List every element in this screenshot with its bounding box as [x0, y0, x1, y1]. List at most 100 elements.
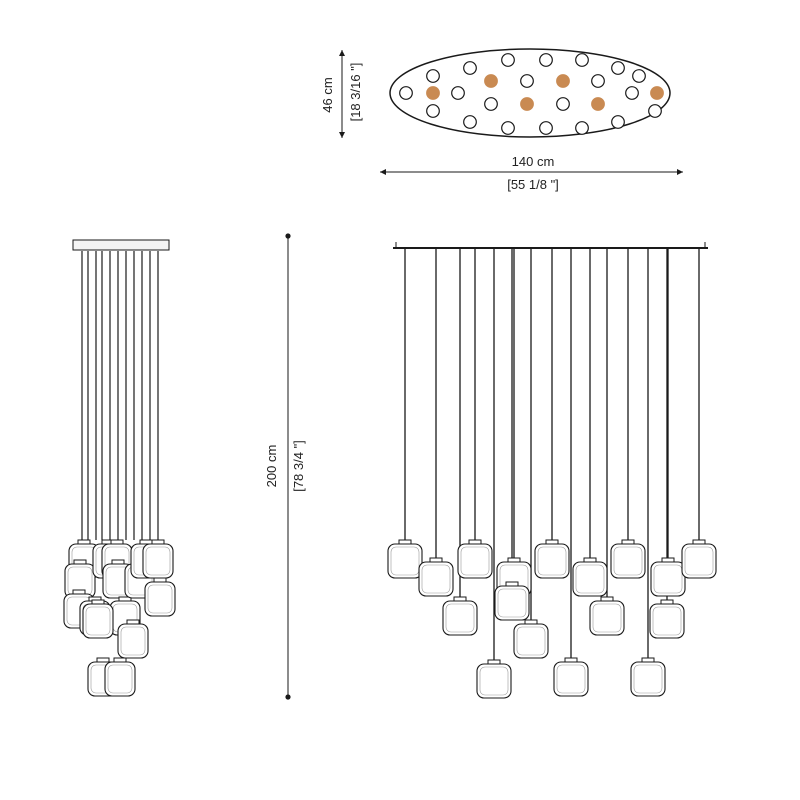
depth-cm-label: 46 cm	[320, 77, 335, 112]
pendant-shade	[681, 539, 717, 579]
pendant-shade	[104, 657, 136, 697]
height-dimension: 200 cm [78 3/4 "]	[264, 233, 306, 700]
shade-glass	[142, 543, 174, 579]
shade-glass	[418, 561, 454, 597]
pendant-dot	[575, 53, 589, 67]
front-view-shades	[387, 539, 717, 699]
shade-inner	[633, 664, 663, 694]
pendant-shade	[589, 596, 625, 636]
pendant-dot	[611, 115, 625, 129]
shade-glass	[144, 581, 176, 617]
accent-pendant-dot	[556, 74, 570, 88]
depth-in-label: [18 3/16 "]	[348, 63, 363, 122]
pendant-shade	[142, 539, 174, 579]
shade-inner	[575, 564, 605, 594]
top-view-pendant-dots	[399, 53, 664, 135]
canopy-top-outline	[389, 48, 671, 138]
height-in-label: [78 3/4 "]	[291, 440, 306, 492]
shade-glass	[610, 543, 646, 579]
pendant-dot	[451, 86, 465, 100]
pendant-shade	[649, 599, 685, 639]
pendant-shade	[572, 557, 608, 597]
shade-inner	[653, 564, 683, 594]
shade-glass	[572, 561, 608, 597]
pendant-shade	[476, 659, 512, 699]
side-view-cables	[81, 251, 159, 540]
shade-inner	[497, 588, 527, 618]
accent-pendant-dot	[650, 86, 664, 100]
depth-dimension: 46 cm [18 3/16 "]	[320, 50, 363, 138]
height-dimension-top-dot	[285, 233, 291, 239]
pendant-dot	[520, 74, 534, 88]
shade-inner	[390, 546, 420, 576]
shade-inner	[107, 664, 133, 694]
height-dimension-bottom-dot	[285, 694, 291, 700]
pendant-dot	[484, 97, 498, 111]
side-canopy	[72, 239, 170, 251]
height-cm-label: 200 cm	[264, 445, 279, 488]
shade-glass	[534, 543, 570, 579]
pendant-shade	[82, 599, 114, 639]
pendant-shade	[630, 657, 666, 697]
pendant-shade	[418, 557, 454, 597]
shade-glass	[387, 543, 423, 579]
pendant-dot	[611, 61, 625, 75]
pendant-shade	[457, 539, 493, 579]
pendant-shade	[387, 539, 423, 579]
shade-inner	[556, 664, 586, 694]
shade-glass	[681, 543, 717, 579]
top-view	[389, 48, 671, 138]
pendant-dot	[463, 115, 477, 129]
shade-inner	[120, 626, 146, 656]
pendant-dot	[625, 86, 639, 100]
shade-glass	[553, 661, 589, 697]
width-in-label: [55 1/8 "]	[507, 177, 559, 192]
pendant-dot	[539, 121, 553, 135]
pendant-dot	[501, 53, 515, 67]
width-dimension: 140 cm [55 1/8 "]	[380, 154, 683, 192]
pendant-shade	[442, 596, 478, 636]
shade-inner	[85, 606, 111, 636]
pendant-shade	[553, 657, 589, 697]
shade-glass	[630, 661, 666, 697]
pendant-shade	[513, 619, 549, 659]
shade-glass	[513, 623, 549, 659]
shade-glass	[476, 663, 512, 699]
pendant-dot	[591, 74, 605, 88]
pendant-dot	[539, 53, 553, 67]
shade-inner	[147, 584, 173, 614]
pendant-dot	[399, 86, 413, 100]
pendant-shade	[117, 619, 149, 659]
accent-pendant-dot	[520, 97, 534, 111]
accent-pendant-dot	[484, 74, 498, 88]
pendant-dot	[426, 104, 440, 118]
shade-inner	[479, 666, 509, 696]
width-cm-label: 140 cm	[512, 154, 555, 169]
accent-pendant-dot	[426, 86, 440, 100]
side-view	[63, 239, 176, 697]
accent-pendant-dot	[591, 97, 605, 111]
pendant-dot	[556, 97, 570, 111]
front-view-cables	[404, 249, 700, 660]
shade-inner	[592, 603, 622, 633]
shade-inner	[421, 564, 451, 594]
pendant-dot	[648, 104, 662, 118]
pendant-shade	[494, 581, 530, 621]
shade-glass	[117, 623, 149, 659]
shade-inner	[460, 546, 490, 576]
front-view	[387, 242, 717, 699]
shade-inner	[537, 546, 567, 576]
shade-inner	[684, 546, 714, 576]
pendant-shade	[650, 557, 686, 597]
shade-glass	[104, 661, 136, 697]
pendant-dot	[575, 121, 589, 135]
shade-inner	[652, 606, 682, 636]
pendant-shade	[610, 539, 646, 579]
shade-glass	[589, 600, 625, 636]
shade-inner	[145, 546, 171, 576]
shade-glass	[649, 603, 685, 639]
shade-inner	[613, 546, 643, 576]
side-view-shades	[63, 539, 176, 697]
shade-glass	[457, 543, 493, 579]
